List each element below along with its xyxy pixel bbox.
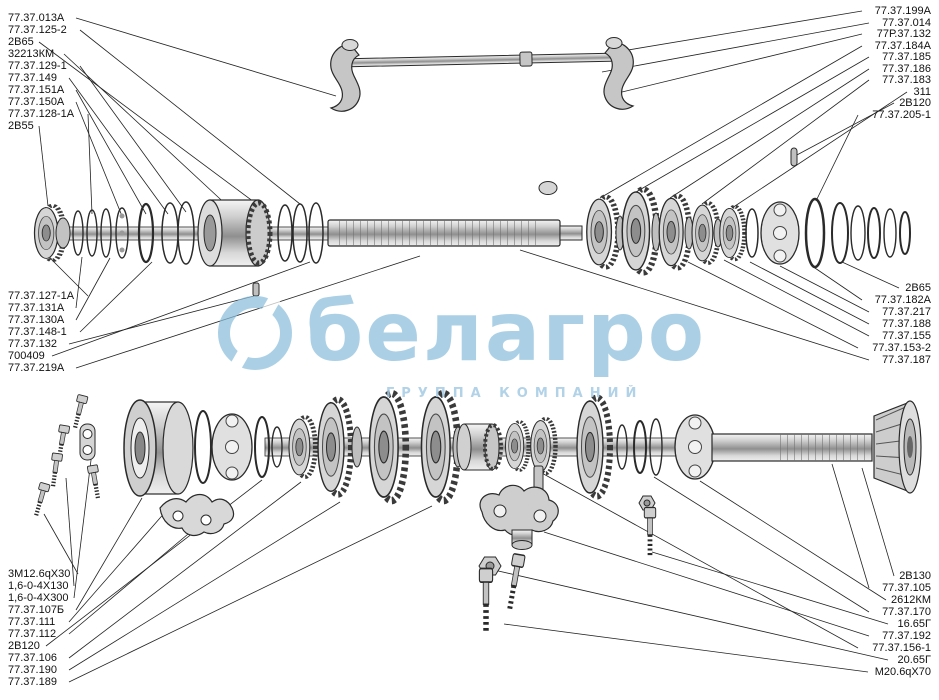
part-number-label: 77.37.125-2 <box>8 24 67 36</box>
shift-fork <box>603 37 635 110</box>
part-number-label: 32213КМ <box>8 48 55 60</box>
part-number-label: 77.37.128-1А <box>8 108 75 120</box>
shift-fork <box>329 39 361 112</box>
part-number-label: 77.37.130А <box>8 314 65 326</box>
hub-ring <box>55 217 71 249</box>
part-number-label: 77.37.185 <box>882 51 931 63</box>
part-number-label: 77.37.106 <box>8 652 57 664</box>
part-number-label: 77.37.188 <box>882 318 931 330</box>
part-number-label: 77.37.199А <box>874 5 931 17</box>
part-number-label: 77.37.184А <box>874 40 931 52</box>
part-number-label: 77.37.014 <box>882 17 931 29</box>
part-number-label: 77.37.107Б <box>8 604 65 616</box>
part-number-label: 77.37.150А <box>8 96 65 108</box>
part-number-label: 77.37.132 <box>8 338 57 350</box>
part-number-label: 77.37.187 <box>882 354 931 366</box>
part-number-label: 77.37.170 <box>882 606 931 618</box>
hex-nut <box>638 495 656 511</box>
snap-ring <box>254 416 270 478</box>
roller-bearing <box>760 201 800 265</box>
mounting-bolts <box>31 394 103 518</box>
part-number-label: 700409 <box>8 350 45 362</box>
part-number-label: 2В120 <box>8 640 40 652</box>
part-number-label: 77.37.205-1 <box>872 109 931 121</box>
part-number-label: 77.37.217 <box>882 306 931 318</box>
part-number-label: 77.37.192 <box>882 630 931 642</box>
part-number-label: 77.37.219А <box>8 362 65 374</box>
shift-sleeve <box>197 199 273 267</box>
washer-stack <box>72 207 129 259</box>
gear <box>720 207 745 260</box>
fork-plate <box>159 493 235 537</box>
washer-ring <box>271 426 283 468</box>
bevel-pinion <box>873 400 922 494</box>
part-number-label: 77.37.112 <box>8 628 57 640</box>
spline-hub <box>456 423 503 471</box>
detent-ball <box>538 181 558 195</box>
part-number-label: 77.37.129-1 <box>8 60 67 72</box>
detent-pin <box>252 282 260 297</box>
part-number-label: 77.37.013А <box>8 12 65 24</box>
part-number-label: 311 <box>913 86 931 98</box>
gear-train <box>289 393 610 500</box>
part-number-label: 77.37.153-2 <box>872 342 931 354</box>
part-number-label: 77.37.131А <box>8 302 65 314</box>
clamp-bracket <box>479 465 559 550</box>
part-number-label: 3М12.6qХ30 <box>8 568 71 580</box>
part-number-label: 77.37.148-1 <box>8 326 67 338</box>
part-number-label: 20.65Г <box>897 654 931 666</box>
gear-cluster <box>587 189 745 273</box>
part-number-label: 77.37.151А <box>8 84 65 96</box>
splined-shaft <box>711 433 873 462</box>
part-number-label: 2В120 <box>899 97 931 109</box>
bearing-balls <box>119 213 125 253</box>
part-number-label: 77.37.189 <box>8 676 57 688</box>
part-number-label: 2612КМ <box>890 594 931 606</box>
part-number-label: 77.37.182А <box>874 294 931 306</box>
lower-shaft-assembly <box>31 393 922 633</box>
roller-bearing <box>674 414 716 480</box>
part-number-label: 77.37.127-1А <box>8 290 75 302</box>
roller-bearing <box>211 413 253 481</box>
part-number-label: М20.6qХ70 <box>874 666 931 678</box>
ring-set <box>804 197 911 269</box>
part-number-label: 2В130 <box>899 570 931 582</box>
part-number-label: 2В65 <box>8 36 34 48</box>
part-number-label: 77.37.105 <box>882 582 931 594</box>
gear <box>587 197 618 267</box>
shift-rail <box>333 51 633 68</box>
upper-shaft-assembly <box>35 37 911 297</box>
part-number-label: 77.37.183 <box>882 74 931 86</box>
ring-set <box>616 418 663 476</box>
part-number-label: 1,6-0-4Х130 <box>8 580 69 592</box>
ring-set <box>277 202 324 264</box>
part-number-label: 2В65 <box>905 282 931 294</box>
part-number-label: 16.65Г <box>897 618 931 630</box>
ring-pair <box>161 201 195 265</box>
leader-lines <box>38 10 908 683</box>
part-number-label: 1,6-0-4Х300 <box>8 592 69 604</box>
spring-pin <box>790 147 798 167</box>
snap-ring <box>137 202 155 264</box>
part-number-label: 77.37.156-1 <box>872 642 931 654</box>
part-number-label: 77Р.37.132 <box>876 28 931 40</box>
bearing-housing <box>123 399 194 497</box>
part-number-label: 2В55 <box>8 120 34 132</box>
part-number-label: 77.37.111 <box>8 616 56 628</box>
part-number-label: 77.37.149 <box>8 72 57 84</box>
washer-ring <box>745 208 759 258</box>
part-number-label: 77.37.186 <box>882 63 931 75</box>
part-number-label: 77.37.190 <box>8 664 57 676</box>
splined-shaft <box>327 219 583 247</box>
bearing-race <box>194 410 212 484</box>
part-number-label: 77.37.155 <box>882 330 931 342</box>
